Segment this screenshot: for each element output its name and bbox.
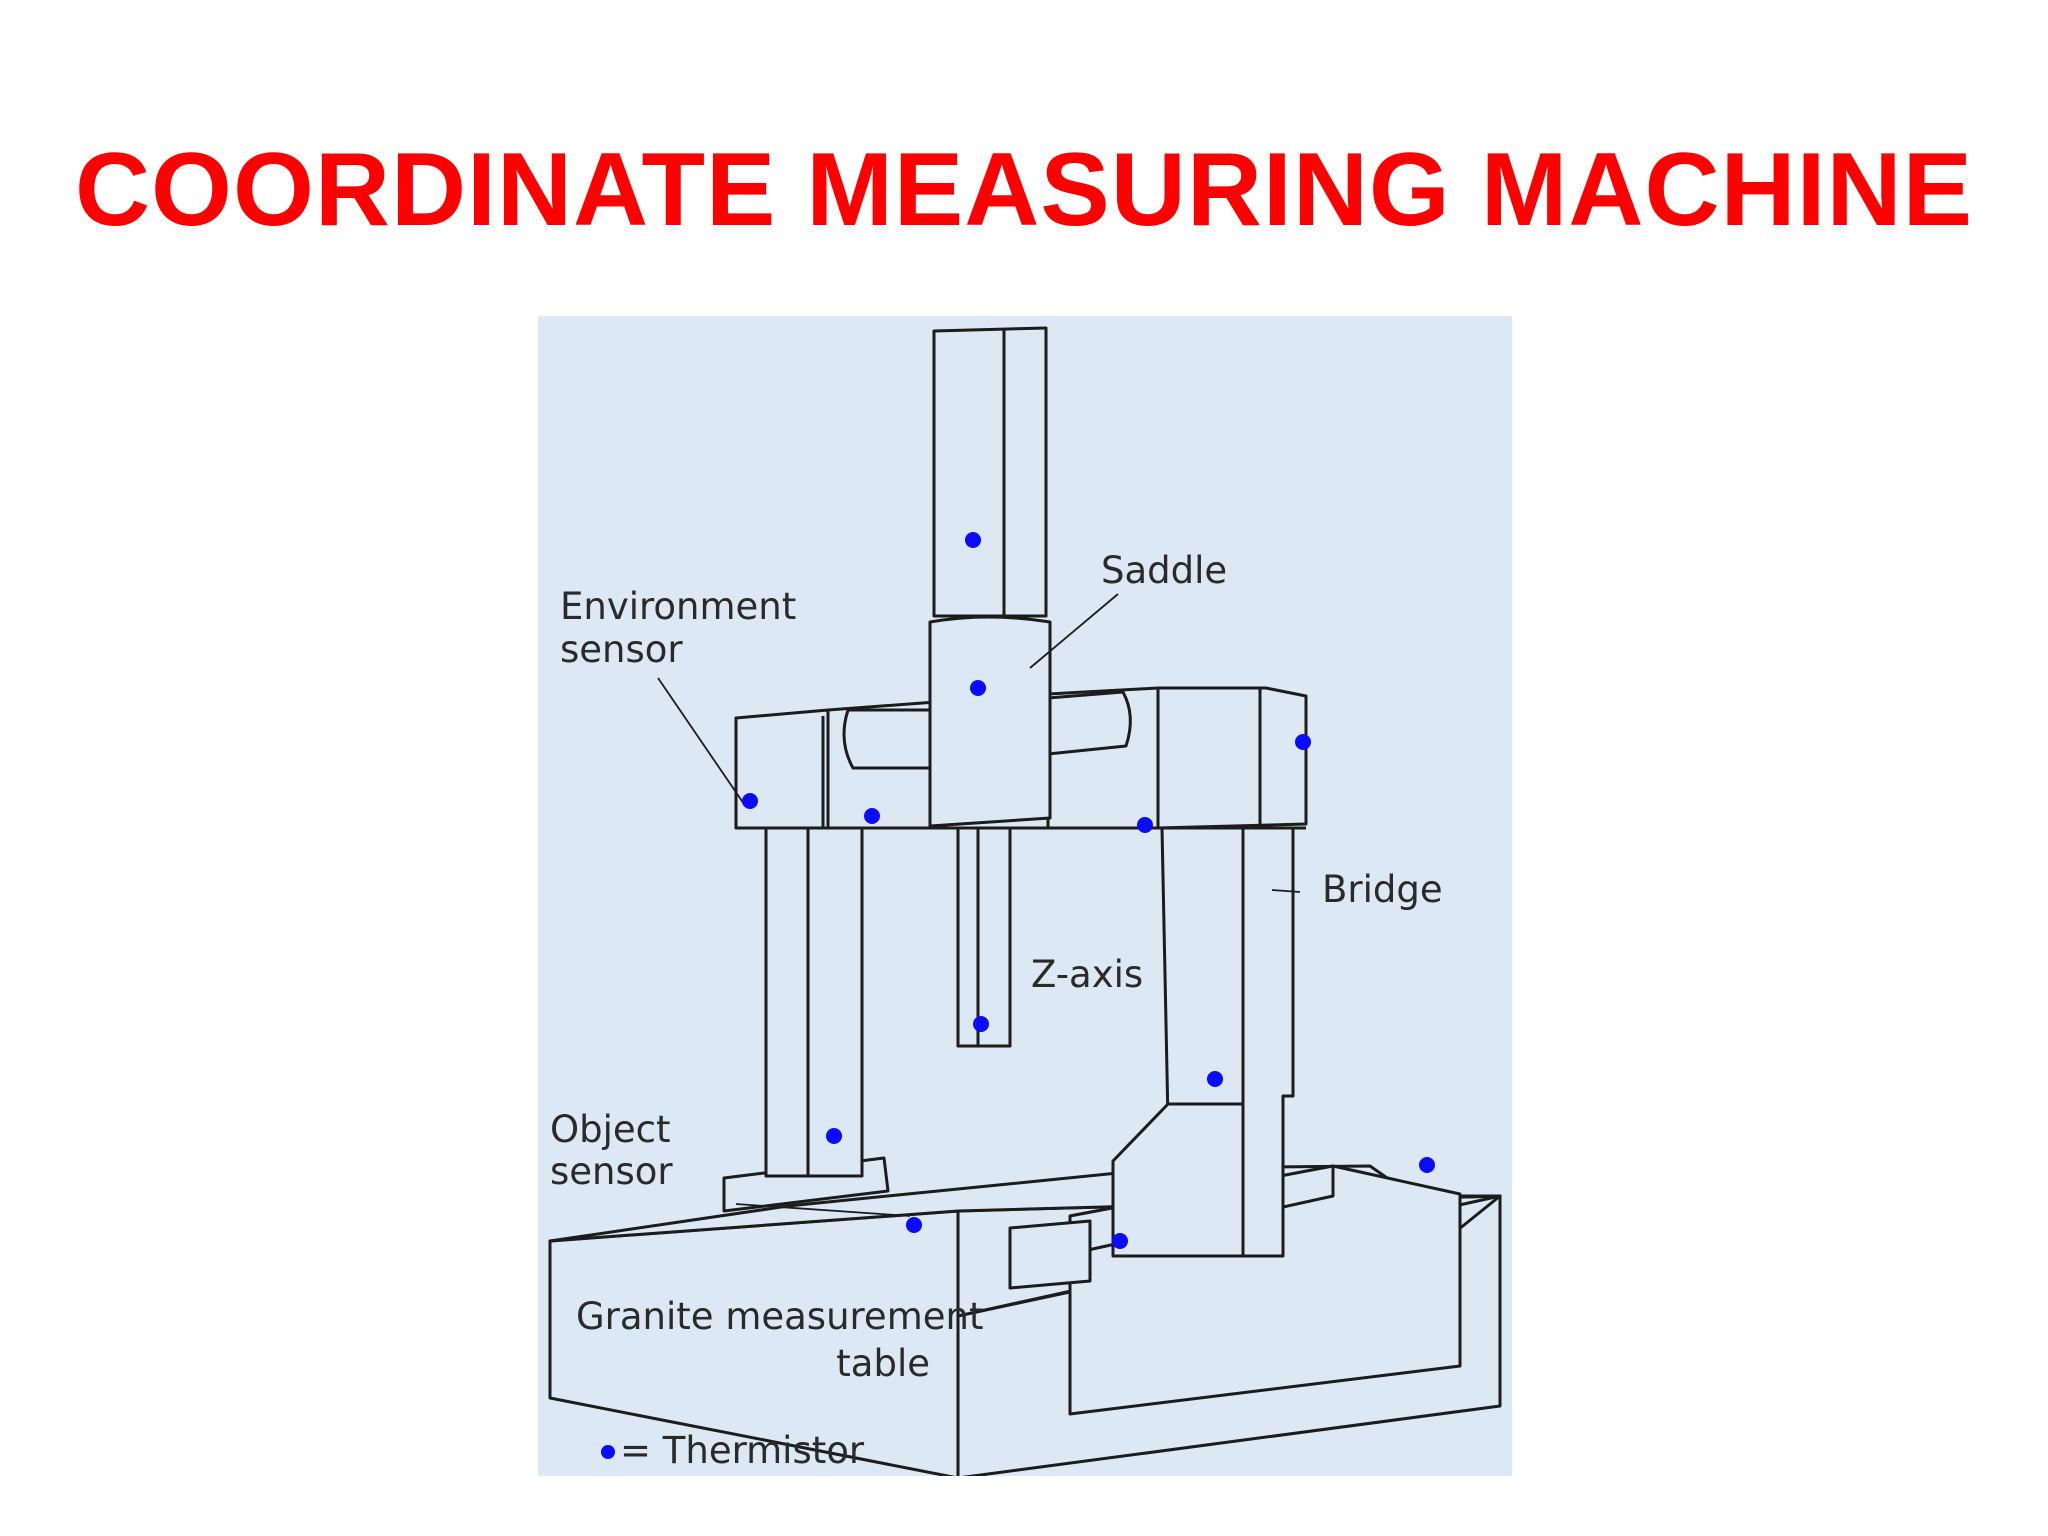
cmm-diagram-svg: Saddle Environment sensor Bridge Z-axis … <box>538 316 1512 1476</box>
z-axis-column <box>956 826 1012 1048</box>
thermistor-marker <box>965 532 981 548</box>
right-carriage-block <box>1008 1219 1092 1290</box>
bridge-left-leg <box>764 824 864 1178</box>
thermistor-marker <box>970 680 986 696</box>
thermistor-marker <box>1137 817 1153 833</box>
label-object-sensor-line2: sensor <box>550 1150 673 1193</box>
saddle-leader-line <box>1029 593 1119 669</box>
label-granite-table-line1: Granite measurement <box>576 1295 983 1338</box>
bridge-left-block <box>734 708 830 830</box>
legend-thermistor-marker <box>601 1445 615 1459</box>
label-environment-sensor-line1: Environment <box>560 585 796 628</box>
slide-title: COORDINATE MEASURING MACHINE <box>74 132 1974 248</box>
thermistor-marker <box>906 1217 922 1233</box>
thermistor-markers <box>601 532 1435 1459</box>
label-object-sensor-line1: Object <box>550 1108 671 1151</box>
label-granite-table-line2: table <box>836 1342 930 1385</box>
bridge-right-foot <box>1111 1102 1245 1258</box>
label-bridge: Bridge <box>1322 868 1443 911</box>
environment-sensor-leader-line <box>657 677 745 805</box>
thermistor-marker <box>1295 734 1311 750</box>
thermistor-marker <box>1419 1157 1435 1173</box>
thermistor-marker <box>864 808 880 824</box>
label-environment-sensor-line2: sensor <box>560 628 683 671</box>
ram-column <box>932 326 1048 618</box>
bridge-right-block <box>1156 686 1308 830</box>
saddle-rod-right <box>1046 690 1132 756</box>
label-z-axis: Z-axis <box>1031 953 1143 996</box>
label-saddle: Saddle <box>1101 549 1227 592</box>
thermistor-marker <box>742 793 758 809</box>
thermistor-marker <box>973 1016 989 1032</box>
thermistor-marker <box>1207 1071 1223 1087</box>
legend-thermistor-label: = Thermistor <box>620 1429 865 1472</box>
thermistor-marker <box>1112 1233 1128 1249</box>
cmm-diagram: Saddle Environment sensor Bridge Z-axis … <box>538 316 1512 1476</box>
saddle-rod-left <box>842 708 938 770</box>
thermistor-marker <box>826 1128 842 1144</box>
saddle-body <box>928 615 1052 828</box>
bridge-leader-line <box>1271 889 1301 893</box>
object-sensor-leader-line <box>735 1203 911 1217</box>
